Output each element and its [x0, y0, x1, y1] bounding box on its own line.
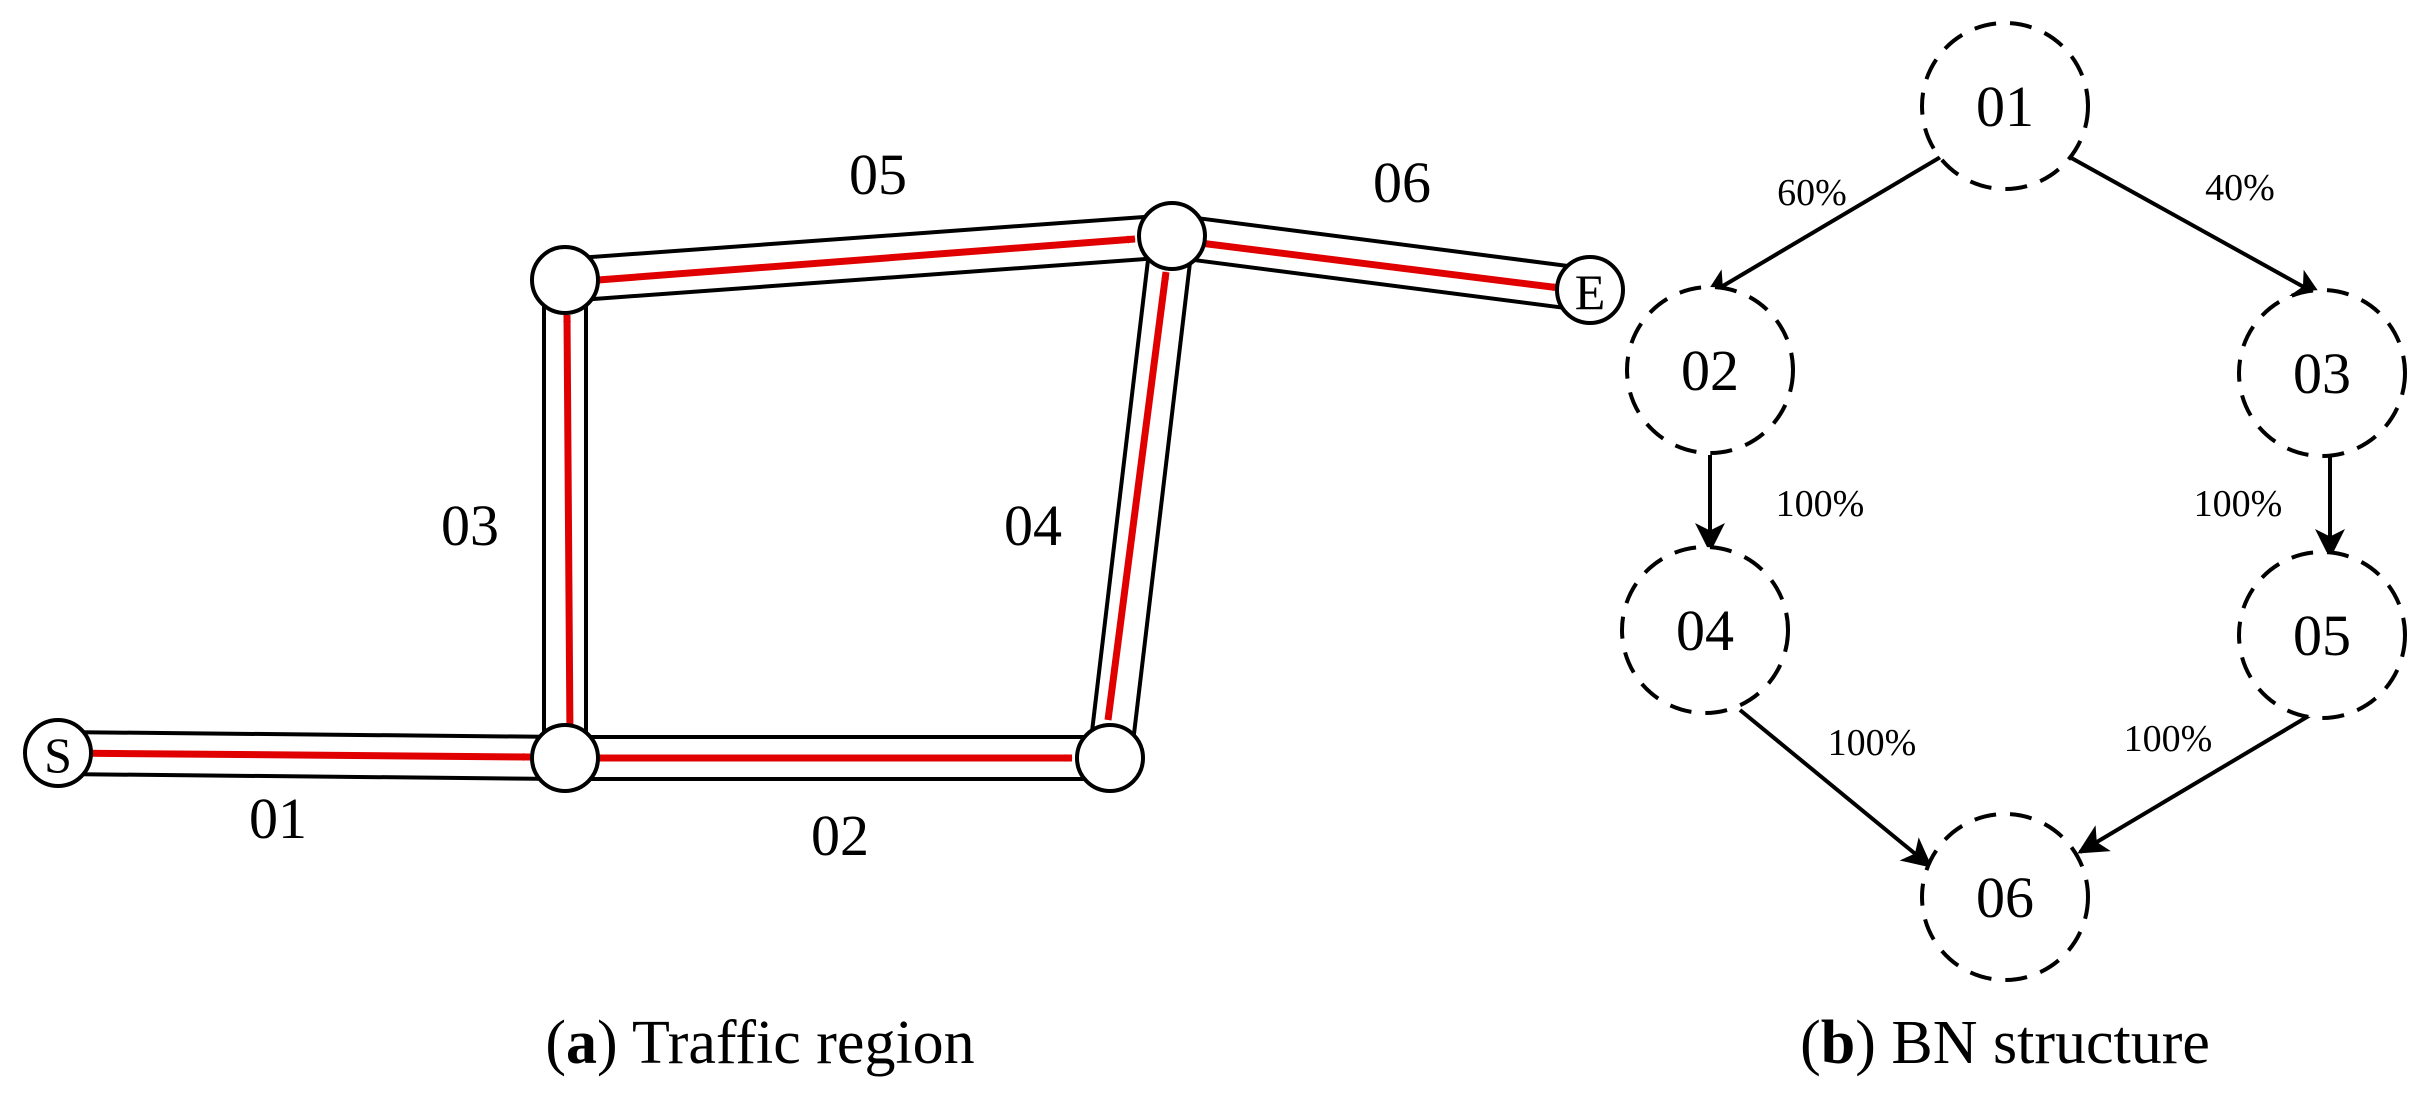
bn-node-02 [1625, 285, 1795, 455]
route-arrow-04 [1104, 271, 1170, 721]
caption-b-text: BN structure [1891, 1009, 2210, 1077]
bn-node-02-label: 02 [1681, 338, 1739, 403]
bn-node-01-label: 01 [1976, 74, 2034, 139]
bn-node-03-label: 03 [2293, 341, 2351, 406]
road-fills [57, 217, 1593, 777]
traffic-region-panel: S E 01 02 03 04 05 06 (a) Traffic region [23, 142, 1625, 1077]
bn-edge-01-02-prob: 60% [1777, 172, 1847, 214]
bn-edge-05-06 [2077, 712, 2314, 854]
caption-b-letter: b [1821, 1009, 1855, 1077]
bn-edge-03-05-prob: 100% [2194, 483, 2283, 525]
start-label: S [44, 727, 72, 783]
road-label-05: 05 [849, 142, 907, 207]
road-label-03: 03 [441, 493, 499, 558]
bn-node-04-label: 04 [1676, 598, 1734, 663]
road-label-04: 04 [1004, 493, 1062, 558]
caption-b: (b) BN structure [1800, 1009, 2210, 1077]
route-arrows [59, 235, 1561, 762]
caption-a-letter: a [566, 1009, 597, 1077]
end-node [1555, 255, 1625, 325]
bn-edge-01-03 [2065, 153, 2323, 298]
bn-node-04 [1620, 545, 1790, 715]
bn-node-05 [2237, 550, 2407, 720]
junction-c [530, 245, 600, 315]
route-arrow-03 [563, 314, 574, 741]
bn-edge-04-06 [1738, 708, 1933, 868]
bn-node-03 [2237, 288, 2407, 458]
junction-b [1075, 723, 1145, 793]
road-label-06: 06 [1373, 150, 1431, 215]
bn-node-05-label: 05 [2293, 603, 2351, 668]
bn-node-06 [1920, 812, 2090, 982]
end-label: E [1575, 264, 1606, 320]
junction-d [1137, 201, 1207, 271]
route-arrow-05 [597, 235, 1136, 284]
bn-edge-05-06-prob: 100% [2124, 718, 2213, 760]
road-label-01: 01 [249, 786, 307, 851]
junction-a [530, 723, 600, 793]
bn-node-01 [1920, 21, 2090, 191]
caption-a: (a) Traffic region [545, 1009, 974, 1077]
bn-edge-02-04-prob: 100% [1776, 483, 1865, 525]
route-arrow-01 [59, 749, 531, 761]
junctions [23, 201, 1625, 793]
bn-node-06-label: 06 [1976, 865, 2034, 930]
start-node [23, 718, 93, 788]
road-label-02: 02 [811, 803, 869, 868]
bn-structure-panel: 01 02 03 04 05 06 60% 40% 100% 100% 100%… [1620, 21, 2407, 1077]
bn-edge-04-06-prob: 100% [1828, 722, 1917, 764]
caption-a-text: Traffic region [632, 1009, 975, 1077]
bn-edge-01-03-prob: 40% [2205, 167, 2275, 209]
bn-edge-01-02 [1703, 153, 1946, 298]
route-arrow-06 [1199, 239, 1561, 292]
road-outlines [57, 213, 1593, 781]
